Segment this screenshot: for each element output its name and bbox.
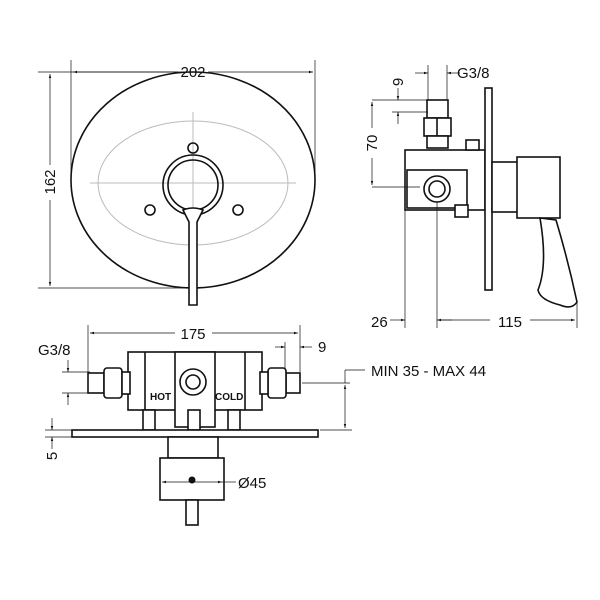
front-view: 202 162	[38, 60, 316, 306]
plate-thickness-dim: 5	[44, 452, 61, 460]
bottom-thread-label: G3/8	[38, 342, 71, 359]
install-depth-dim: MIN 35 - MAX 44	[371, 363, 486, 380]
bottom-thread-dim: 9	[318, 339, 326, 356]
handle-block	[159, 457, 225, 501]
screw-icon	[187, 142, 199, 154]
lever-handle	[181, 207, 205, 306]
front-height-dim: 162	[42, 169, 59, 194]
diameter-dim: Ø45	[238, 475, 266, 492]
screw-icon	[232, 204, 244, 216]
lever	[537, 217, 578, 308]
handle-block	[516, 156, 561, 219]
cold-label: COLD	[215, 392, 243, 403]
side-view: G3/8 70 9 26 115	[364, 65, 578, 331]
side-depth-dim-2: 115	[498, 314, 522, 331]
bottom-width-dim: 175	[180, 326, 205, 343]
wall-plate	[484, 87, 493, 291]
side-depth-dim-1: 26	[371, 314, 388, 331]
side-height-dim: 70	[364, 135, 381, 152]
hot-label: HOT	[150, 392, 171, 403]
screw-icon	[144, 204, 156, 216]
wall-plate	[71, 429, 319, 438]
side-thread-label: G3/8	[457, 65, 490, 82]
bottom-view: 175 9 G3/8 HOT COLD Ø45 MIN 35 - MAX 44 …	[38, 325, 486, 526]
side-thread-dim: 9	[390, 78, 407, 86]
